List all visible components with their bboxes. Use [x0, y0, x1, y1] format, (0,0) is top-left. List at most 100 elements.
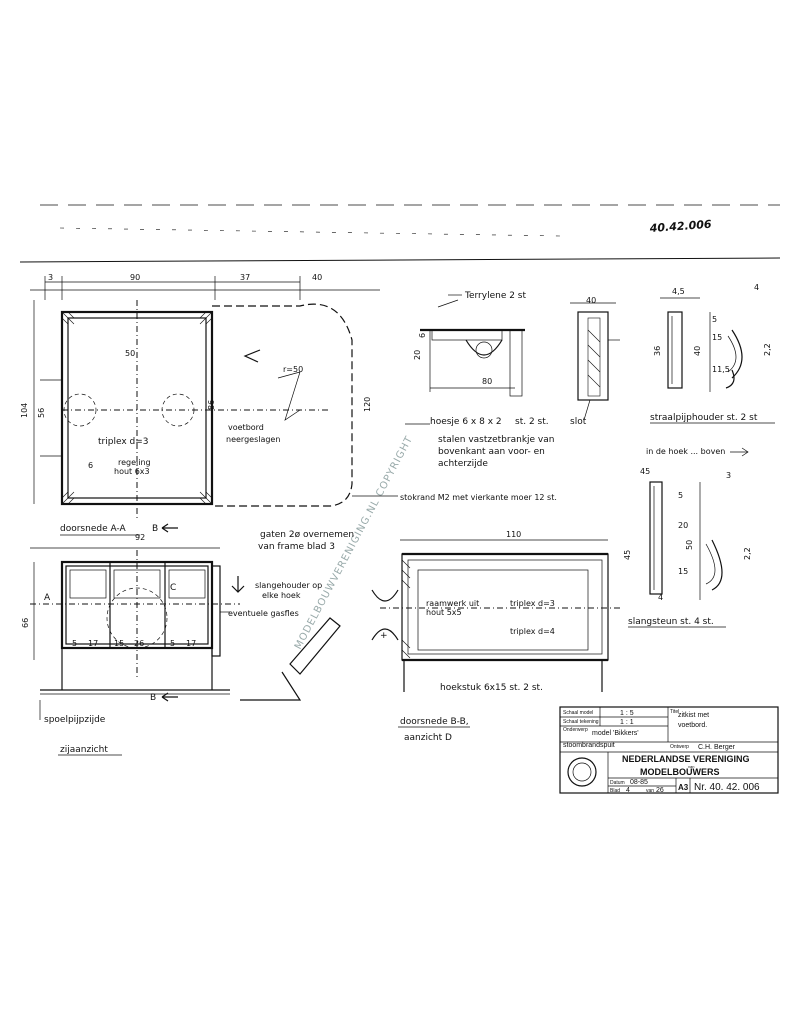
label-zijaanzicht: zijaanzicht — [60, 745, 108, 755]
dim-45: 45 — [640, 467, 650, 476]
tb-onderwerp-label: Onderwerp — [563, 727, 588, 733]
dim-17a: 17 — [88, 639, 98, 648]
dim-45b: 45 — [623, 550, 632, 560]
tb-ontwerp-label: Ontwerp — [670, 744, 689, 750]
label-stokrand: stokrand M2 met vierkante moer 12 st. — [400, 493, 557, 502]
dim-5a: 5 — [72, 639, 77, 648]
dim-40b: 40 — [693, 346, 702, 356]
tb-datum: 08-85 — [630, 779, 648, 786]
tb-van-label: van — [646, 788, 654, 794]
label-regeling-sub: hout 6x3 — [114, 467, 150, 476]
label-triplex: triplex d=3 — [98, 437, 149, 447]
drawing-ref-handwritten: 40.42.006 — [648, 218, 712, 235]
dim-17b: 17 — [186, 639, 196, 648]
label-b-bottom: B — [150, 693, 156, 703]
dim-4b: 4 — [658, 593, 663, 602]
label-slangehouder-sub: elke hoek — [262, 591, 301, 600]
tb-nr: Nr. 40. 42. 006 — [694, 782, 760, 793]
label-hoekstuk: hoekstuk 6x15 st. 2 st. — [440, 683, 543, 693]
label-doorsnede-aa: doorsnede A-A — [60, 524, 126, 534]
tb-format: A3 — [678, 783, 689, 792]
dim-26: 26 — [134, 639, 144, 648]
plus-mark: + — [380, 631, 388, 641]
dim-50b: 50 — [685, 540, 694, 550]
tb-blad-label: Blad — [610, 788, 620, 794]
tb-titel-2: voetbord. — [678, 722, 707, 729]
dim-11-5: 11,5 — [712, 365, 730, 374]
dim-110: 110 — [506, 530, 521, 539]
dim-5b: 5 — [170, 639, 175, 648]
tb-schaal-tek: 1 : 1 — [620, 719, 634, 726]
label-b-top: B — [152, 524, 158, 534]
label-eventuele: eventuele gasfles — [228, 609, 299, 618]
tb-titel: zitkist met — [678, 712, 709, 719]
tb-org-van: van — [688, 764, 694, 769]
dim-r50: r=50 — [283, 365, 303, 374]
label-terrylene: Terrylene 2 st — [464, 291, 526, 301]
tb-org-2: MODELBOUWERS — [640, 767, 720, 777]
tb-van: 26 — [656, 787, 664, 794]
dim-5d: 5 — [678, 491, 683, 500]
label-stalen: stalen vastzetbrankje van — [438, 435, 554, 445]
tb-datum-label: Datum — [610, 780, 625, 786]
label-triplex-d4: triplex d=4 — [510, 627, 555, 636]
tb-ontwerp: C.H. Berger — [698, 744, 736, 751]
label-spoelpijpzijde: spoelpijpzijde — [44, 715, 106, 725]
dim-37: 37 — [240, 273, 250, 282]
label-stalen-3: achterzijde — [438, 459, 488, 469]
label-c: C — [170, 583, 176, 593]
dim-5c: 5 — [712, 315, 717, 324]
dim-104: 104 — [20, 403, 29, 418]
plan-view: 3 90 37 40 50 86 120 r=50 104 56 — [20, 273, 380, 552]
dim-6b: 6 — [418, 333, 427, 338]
dim-86: 86 — [207, 400, 216, 410]
dim-4: 4 — [754, 283, 759, 292]
tb-titel-label: Titel — [670, 709, 679, 715]
dim-66: 66 — [21, 618, 30, 628]
label-gaten: gaten 2ø overnemen — [260, 530, 354, 540]
section-bb: 110 + raamwerk uit hout 5x5 triplex d=3 … — [371, 530, 620, 743]
dim-56: 56 — [37, 408, 46, 418]
label-raamwerk: raamwerk uit — [426, 599, 479, 608]
label-stalen-2: bovenkant aan voor- en — [438, 447, 545, 457]
dim-15c: 15 — [678, 567, 688, 576]
dim-3: 3 — [48, 273, 53, 282]
dim-20b: 20 — [678, 521, 688, 530]
dim-6: 6 — [88, 461, 93, 470]
title-block: Schaal model 1 : 5 Schaal tekening 1 : 1… — [559, 706, 779, 794]
tb-schaal: 1 : 5 — [620, 710, 634, 717]
detail-slangsteun: 45 45 50 20 5 15 2,2 3 4 slangsteun st. … — [623, 467, 752, 628]
tb-onderwerp: model 'Bikkers' — [592, 730, 639, 737]
dim-80: 80 — [482, 377, 492, 386]
label-slangsteun: slangsteun st. 4 st. — [628, 617, 714, 627]
tb-org: NEDERLANDSE VERENIGING — [622, 754, 750, 764]
dim-50: 50 — [125, 349, 135, 358]
tb-schaal-tek-label: Schaal tekening — [563, 719, 599, 725]
label-raamwerk-sub: hout 5x5 — [426, 608, 462, 617]
tb-schaal-label: Schaal model — [563, 710, 593, 716]
dim-92: 92 — [135, 533, 145, 542]
detail-straalpijphouder: 4,5 36 40 15 5 11,5 4 2,2 straalpijphoud… — [646, 283, 775, 457]
dim-90: 90 — [130, 273, 140, 282]
label-aanzicht-d: aanzicht D — [404, 733, 452, 743]
scan-artifacts — [19, 204, 781, 263]
label-voetbord-sub: neergeslagen — [226, 435, 280, 444]
label-slot: slot — [570, 417, 587, 427]
dim-120: 120 — [363, 397, 372, 412]
dim-2-2b: 2,2 — [743, 547, 752, 560]
label-doorsnede-bb: doorsnede B-B, — [400, 717, 469, 727]
label-hoesje: hoesje 6 x 8 x 2 — [430, 417, 502, 427]
label-in-fc: in de hoek ... boven — [646, 447, 725, 456]
dim-40-detail: 40 — [586, 296, 596, 305]
label-voetbord: voetbord — [228, 423, 264, 432]
dim-4-5: 4,5 — [672, 287, 685, 296]
side-view: 5 17 15 26 5 17 66 A C B slangehouder op… — [21, 547, 341, 756]
dim-36: 36 — [653, 346, 662, 356]
dim-15: 15 — [114, 639, 124, 648]
label-gaten-sub: van frame blad 3 — [258, 542, 335, 552]
dim-40: 40 — [312, 273, 322, 282]
label-straalpijphouder: straalpijphouder st. 2 st — [650, 413, 758, 423]
label-slangehouder: slangehouder op — [255, 581, 322, 590]
dim-20: 20 — [413, 350, 422, 360]
